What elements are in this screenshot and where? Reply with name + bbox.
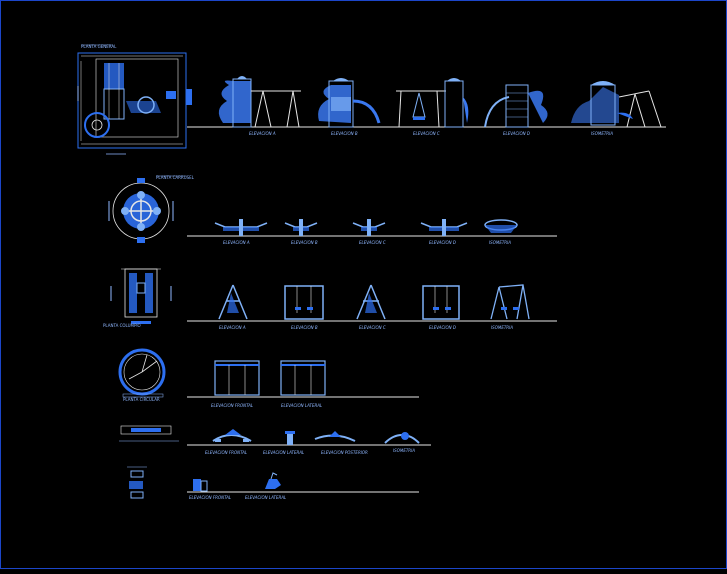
isometric-slide-tower: ISOMETRIA [571,81,662,136]
elevation-c-slide-tower: ELEVACION C [396,78,469,136]
plan-swing-set: PLANTA COLUMPIO [103,268,172,328]
plan-slide-tower: PLANTA GENERAL [77,44,192,155]
spring-rider-icon [265,479,281,489]
elevation-b-slide-tower: ELEVACION B [318,78,381,136]
row-spring-rider: ELEVACION FRONTAL ELEVACION LATERAL [127,466,419,500]
spiral-slide-icon [84,112,110,138]
elevation-swing-b: ELEVACION B [284,285,324,330]
elevation-label: ELEVACION POSTERIOR [321,450,368,455]
slide-icon [218,80,251,123]
elevation-a-slide-tower: ELEVACION A [218,76,301,136]
plan-title: PLANTA GENERAL [81,44,117,49]
isometric-swing: ISOMETRIA [490,284,530,330]
plan-title: PLANTA CIRCULAR [123,397,160,402]
elevation-label: ISOMETRIA [591,131,613,136]
elevation-carousel-d: ELEVACION D [420,219,468,245]
row-carousel: PLANTA CARRUSEL ELEVACION A [108,175,557,245]
elevation-label: ELEVACION LATERAL [281,403,322,408]
plan-title: PLANTA CARRUSEL [156,175,195,180]
elevation-label: ELEVACION B [291,325,318,330]
elevation-label: ISOMETRIA [393,448,415,453]
slide-icon [528,90,548,123]
elevation-label: ELEVACION B [291,240,318,245]
elevation-label: ELEVACION A [219,325,246,330]
elevation-spring-lateral: ELEVACION LATERAL [245,472,286,500]
elevation-seesaw-posterior: ELEVACION POSTERIOR [314,431,368,455]
elevation-label: ELEVACION D [503,131,530,136]
spring-rider-icon [193,479,201,491]
elevation-label: ELEVACION LATERAL [263,450,304,455]
plan-round-frame: PLANTA CIRCULAR [118,348,166,402]
elevation-label: ELEVACION D [429,240,456,245]
elevation-carousel-c: ELEVACION C [352,219,386,245]
elevation-label: ELEVACION LATERAL [245,495,286,500]
plan-carousel: PLANTA CARRUSEL [108,175,195,243]
plan-spring-rider [127,466,147,499]
elevation-label: ELEVACION B [331,131,358,136]
elevation-label: ELEVACION D [429,325,456,330]
elevation-d-slide-tower: ELEVACION D [484,84,548,136]
elevation-label: ELEVACION FRONTAL [205,450,247,455]
elevation-label: ELEVACION FRONTAL [189,495,231,500]
elevation-swing-c: ELEVACION C [356,284,386,330]
elevation-label: ISOMETRIA [491,325,513,330]
elevation-carousel-a: ELEVACION A [214,219,268,245]
swing-icon [412,92,426,118]
elevation-carousel-b: ELEVACION B [284,219,318,245]
elevation-swing-d: ELEVACION D [422,285,460,330]
plan-frame [77,52,187,149]
rocker-icon [384,434,420,444]
row-round-frame: PLANTA CIRCULAR ELEVACION FRONTAL ELEVAC… [118,348,419,408]
elevation-label: ELEVACION FRONTAL [211,403,253,408]
isometric-carousel: ISOMETRIA [484,219,518,245]
elevation-label: ELEVACION A [223,240,250,245]
elevation-label: ELEVACION A [249,131,276,136]
row-seesaw: ELEVACION FRONTAL ELEVACION LATERAL ELEV… [119,425,431,455]
elevation-round-frontal: ELEVACION FRONTAL [211,360,260,408]
plan-title: PLANTA COLUMPIO [103,323,141,328]
plan-seesaw [119,425,179,442]
elevation-label: ELEVACION C [413,131,440,136]
elevation-label: ISOMETRIA [489,240,511,245]
elevation-round-lateral: ELEVACION LATERAL [280,360,326,408]
row-swing-set: PLANTA COLUMPIO ELEVACION A ELEVACION B … [103,268,557,330]
elevation-swing-a: ELEVACION A [218,284,248,330]
elevation-seesaw-lateral: ELEVACION LATERAL [263,431,304,455]
elevation-label: ELEVACION C [359,240,386,245]
isometric-seesaw: ISOMETRIA [384,432,420,453]
elevation-seesaw-frontal: ELEVACION FRONTAL [205,429,252,455]
row-slide-tower: PLANTA GENERAL [77,44,666,155]
elevation-label: ELEVACION C [359,325,386,330]
elevation-spring-frontal: ELEVACION FRONTAL [189,479,231,500]
